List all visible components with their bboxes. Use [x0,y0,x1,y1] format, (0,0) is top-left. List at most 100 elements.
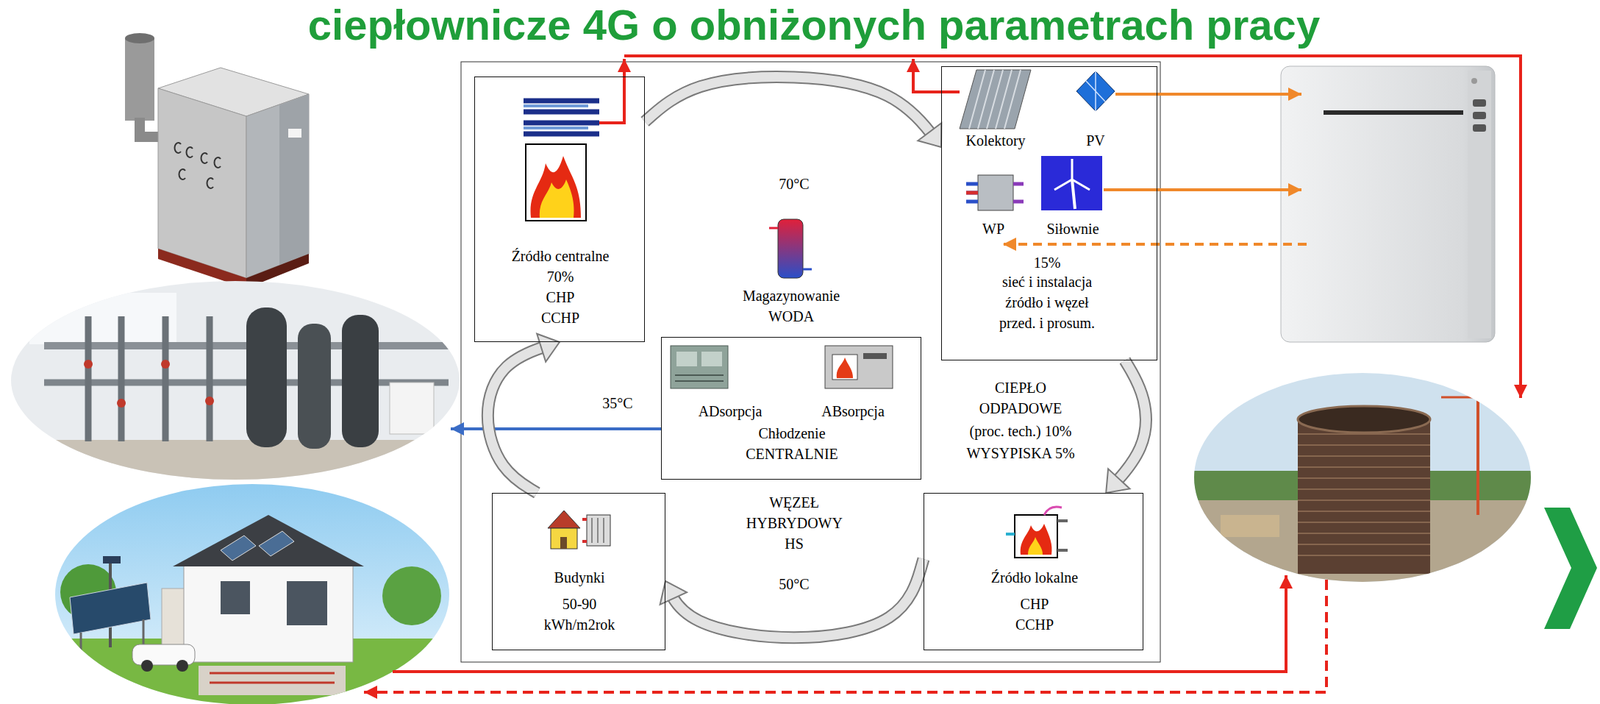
storage-tank-photo-part [1191,371,1537,585]
boiler-room-photo-part [246,307,287,448]
local-source-icon-part [1057,520,1068,550]
boiler-room-photo-part [29,292,177,345]
solar-collector-icon-part [969,69,1021,129]
house-photo-part [176,659,189,672]
heat-flow-line-part [392,575,1287,672]
nav-chevron [1544,507,1598,629]
boiler-illustration-part [125,38,155,121]
heat-exchanger-icon [523,100,600,221]
pv-panel-icon-part [1076,71,1115,112]
box-text: 70% CHP CCHP [541,266,580,328]
house-photo-part [220,580,250,614]
local-source-icon-part [1005,532,1015,536]
heat-exchanger-icon-part [523,105,589,128]
water-storage-icon-part [777,219,803,278]
house-photo-part [209,672,335,683]
heat-pump-icon-part [966,183,978,202]
flow-arrow [660,558,924,638]
absorption-chiller-icon-part [863,352,887,359]
house-photo-part [382,566,442,625]
battery-cabinet-part [1471,77,1478,84]
box-text: CHP CCHP [1015,593,1054,635]
storage-tank-photo [1191,371,1537,589]
local-source-icon-part [1027,536,1043,555]
adsorption-chiller-icon-part [670,345,728,389]
building-icon-part [582,519,587,542]
local-source-icon-part [1014,514,1058,558]
box-text: 50-90 kWh/m2rok [544,593,616,635]
box-text: ABsorpcja [821,400,885,422]
flow-arrow [1105,360,1146,493]
storage-tank-photo-part [1297,419,1431,574]
box-text: Siłownie [1046,218,1099,239]
heat-flow-line [363,55,1521,692]
battery-cabinet-part [1467,70,1492,339]
boiler-illustration-part [158,88,247,278]
wind-turbine-icon-part [1054,158,1090,190]
absorption-chiller-icon-part [832,354,858,380]
flow-arrow-body [644,77,942,148]
heat-pump-icon-part [1013,183,1024,202]
heat-pump-icon-part [977,175,1014,211]
flow-arrow-outline [487,341,560,493]
absorption-chiller-icon-part [836,357,853,378]
boiler-illustration-part [279,94,309,265]
house-photo-part [172,514,364,567]
building-icon-part [550,527,578,549]
arrow-head [536,333,560,362]
electricity-flow-line-part [1115,92,1302,96]
box-heading: ADsorpcja [698,400,763,422]
box-heading: Źródło centralne [511,245,610,267]
solar-collector-icon-part [959,69,1031,129]
heat-exchanger-icon-part [525,144,587,221]
boiler-room-photo-part [0,439,464,484]
box-heading: Budynki [554,566,606,588]
flow-arrow [644,77,942,148]
wind-turbine-icon-part [1041,155,1103,211]
local-source-icon [1005,506,1068,558]
cooling-flow-line [450,427,662,431]
box-text: 15% [1033,252,1062,273]
diagram-label: 50°C [778,573,809,595]
boiler-illustration [125,33,309,289]
arrow-head [660,580,687,605]
battery-cabinet-part [1323,110,1464,115]
diagram-label: (proc. tech.) 10% [969,420,1073,442]
box-heading: Kolektory [965,130,1025,151]
local-source-icon-part [1020,523,1053,555]
boiler-room-photo-part [389,382,434,434]
boiler-room-photo-part [341,314,379,448]
flow-arrow-body [487,341,560,493]
building-icon-part [560,536,567,549]
absorption-chiller-icon-part [825,345,893,389]
storage-tank-photo-part [1297,433,1431,556]
absorption-chiller-icon [825,345,893,389]
house-photo-part [258,530,295,556]
building-icon-part [586,514,611,546]
boiler-room-photo-part [162,316,170,442]
boiler-room-photo-part [206,316,214,442]
process-box: Budynki 50-90 kWh/m2rok [491,492,666,650]
process-box: KolektoryPVWPSiłownie15%sieć i instalacj… [941,66,1158,361]
flow-arrow-body [665,558,924,638]
storage-tank-photo-part [1441,396,1526,399]
boiler-room-photo-part [205,396,214,406]
flow-arrow-outline [644,77,942,148]
heat-exchanger-icon-part [523,100,600,134]
wind-turbine-icon-part [1072,179,1075,209]
heat-flow-line-part [599,58,625,123]
boiler-illustration-part [288,128,302,138]
boiler-room-photo-part [118,316,125,442]
process-box: ADsorpcjaABsorpcjaChłodzenie CENTRALNIE [661,336,922,480]
heat-flow-line-part [624,55,1521,398]
boiler-room-photo [0,279,464,484]
flow-arrow [487,333,560,493]
flow-arrow-outline [665,558,924,638]
box-text: sieć i instalacja źródło i węzeł przed. … [994,271,1101,334]
diagram-label: CIEPŁO ODPADOWE [979,377,1063,419]
heat-exchanger-icon-part [530,155,581,218]
battery-cabinet-part [1472,111,1487,120]
heat-flow-line-part [913,58,960,92]
